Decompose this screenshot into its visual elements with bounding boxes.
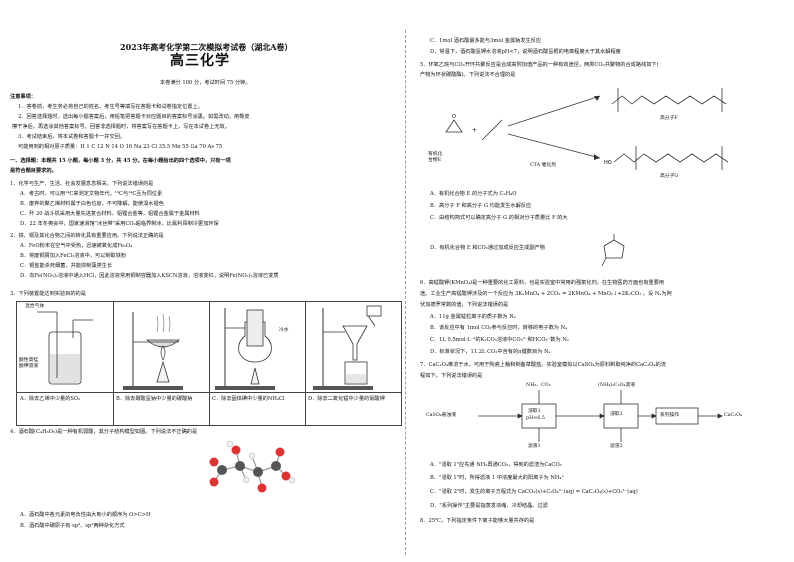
question-2-stem: 2．铁、铜及其化合物之间的转化具有重要应用。下列说法正确的是 [10,233,164,239]
flow-reagent2-label: (NH₄)₂C₂O₄溶液 [598,383,636,388]
flow-residue2-label: 滤渣2 [610,444,623,449]
svg-text:HO: HO [604,160,612,166]
q2-option-b: B．将废铜屑加入FeCl₃溶液中，可以制取铁粉 [20,253,127,259]
q5-option-d: D．有机化合物 E 和CO₂通过加成反应生成副产物 [430,245,545,251]
cold-water-label: 冷水 [279,328,289,333]
question-3-stem: 3．下列装置能达到实验目的的是 [10,291,86,297]
flow-reagent1-label: NH₃、CO₂ [526,383,551,388]
question-7-stem-cont: 程如下。下列说法错误的是 [420,373,483,379]
q7-option-b: B．"浸取 1"时，所得滤液 1 中浓度最大的阳离子为 NH₄⁺ [430,475,565,481]
section-title-cont: 是符合题目要求的。 [10,168,57,174]
q6-option-a: A．11g 金属锰粒离子的质子数为 Nₐ [430,314,516,320]
q7-option-d: D．"系列操作"主要是指蒸发浓缩、冷却结晶、过滤 [430,503,548,509]
mixed-gas-label: 混合气体 [25,304,45,309]
q2-option-c: C．铜盐能杀死细菌，并能抑制藻类生长 [20,263,113,269]
question-4-stem: 4．酒石酸(C₄H₆O₆)是一种有机弱酸，其分子结构模型如图。下列说法不正确的是 [10,429,198,435]
flow-filtrate1-label: 滤液1 [528,444,541,449]
polymer-g-label: 高分子G [660,174,679,179]
q1-option-d: D．22 年冬奥会中，国家速滑馆"冰丝带"采用CO₂超临界制冰，比氟利昂制冷更加… [20,221,219,227]
q2-option-a: A．FeO粉末在空气中受热，迅速被氧化成Fe₃O₄ [20,243,133,249]
question-6-stem-cont: 途。工业生产高锰酸钾涉及的一个反应为 3K₂MnO₄ + 2CO₂ = 2KMn… [420,291,672,297]
section-title: 一、选择题：本题共 15 小题，每小题 3 分，共 45 分。在每小题给出的四个… [10,158,231,164]
q6-option-b: B．该反应中有 1mol CO₂参与反应时，转移的电子数为 Nₐ [430,325,568,331]
flow-step2-label: 浸取2 [610,412,623,417]
svg-text:O: O [452,114,456,120]
note-item: 1．答卷前，考生务必将自己的姓名、考生号等填写在答题卡和试卷指定位置上。 [18,104,203,110]
q1-option-b: B．废弃的聚乙烯材料属于白色垃圾，不可降解，能使溴水褪色 [20,201,164,207]
cta-catalyst-label: CTA 催化剂 [530,163,556,168]
q4-option-a: A．酒石酸中各元素的电负性由大到小的顺序为 O>C>H [20,512,151,518]
notes-title: 注意事项： [10,94,36,100]
polymer-f-label: 高分子F [660,116,678,121]
question-5-stem-cont: 产物为环状碳酸酯)。下列说法不合理的是 [420,72,516,78]
note-item: 2．回答选择题时，选出每小题答案后，用铅笔把答题卡对应题目的答案标号涂黑。如需改… [18,114,250,120]
gas-wash-bottle-icon [37,311,93,385]
evaporating-dish-stand-icon [123,312,183,390]
table-col-divider [209,302,210,425]
q5-option-b: B．高分子 F 和高分子 G 均能发生水解反应 [430,203,532,209]
exam-title: 2023年高考化学第二次模拟考试卷（湖北A卷） [120,42,293,52]
question-8-stem: 8．25℃，下列指定条件下离子能够大量共存的是 [420,518,535,524]
q1-option-a: A．考古时，可以用¹⁴C来测定文物年代，¹³C与¹⁴C互为同位素 [20,191,163,197]
svg-text:+: + [472,127,477,134]
flow-start-label: CaSO₄悬浊液 [426,413,457,418]
exam-meta: 本卷满分 100 分，考试时间 75 分钟。 [160,80,251,86]
q3-apparatus-table: 混合气体 酸性高锰 酸钾溶液 冷水 [16,301,402,426]
q3-option-c: C．除去固体碘中少量的NH₄Cl [212,396,285,402]
question-6-stem: 6．高锰酸钾(KMnO₄)是一种重要的化工原料，也是实验室中常用的强氧化剂，在生… [420,280,665,286]
q3-option-d: D．除去二氧化锰中少量的氯酸钾 [308,396,385,402]
q7-option-a: A．"浸取 1"应先通 NH₃再通CO₂，得到的滤渣为CaCO₃ [430,462,562,468]
sublimation-apparatus-icon [215,308,275,390]
compound-e-label: 有机化 [428,152,443,157]
process-flow-chart [478,390,723,442]
question-1-stem: 1．化学与生产、生活、社会发展息息相关。下列说法错误的是 [10,181,154,187]
q3-option-b: B．除去碳酸氢钠中少量的碳酸钠 [116,396,193,402]
flow-product-label: CaC₂O₄ [724,413,742,418]
kmno4-label-cont: 酸钾溶液 [19,364,39,369]
note-item: 3．考试结束后，将本试卷和答题卡一并交回。 [18,134,126,140]
column-divider [405,30,406,555]
q4-option-c: C．1mol 酒石酸最多能与3mol 金属钠发生反应 [430,38,542,44]
q1-option-c: C．歼 20 战斗机采用大量先进复合材料、铝锂合金等，铝锂合金属于金属材料 [20,211,200,217]
question-6-stem-cont2: 伏加德罗常数的值，下列说法错误的是 [420,302,509,308]
q7-option-c: C．"浸取 2"时，发生的离子方程式为 CaCO₃(s)+C₂O₄²⁻(aq) … [430,489,638,495]
table-col-divider [113,302,114,425]
table-col-divider [305,302,306,425]
question-7-stem: 7．CaC₂O₄难溶于水，可用于陶瓷上釉和制备草酸盐。实验室模拟以CaSO₄为原… [420,362,666,368]
flow-step3-label: 系列操作 [660,413,680,418]
q5-option-c: C．由结构简式可以确定高分子 G 的相对分子质量比 F 的大 [430,215,568,221]
flow-step1-ph: pH≈6.5 [526,416,545,421]
filtration-apparatus-icon [313,305,382,390]
q3-option-a: A．除去乙烯中少量的SO₂ [20,396,81,402]
question-5-stem: 5．环氧乙烷与CO₂开环共聚反应是合成高附加值产品的一种有效途径，两类CO₂共聚… [420,62,659,68]
subject-title: 高三化学 [170,53,230,69]
q2-option-d: D．向Fe(NO₃)₂溶液中通入HCl，因此溶液常用铜制容器加入KSCN溶液，溶… [20,273,279,279]
q6-option-c: C．1L 0.5mol·L⁻¹的K₂CO₃溶液中CO₃²⁻和HCO₃⁻数为 Nₐ [430,337,569,343]
molecule-model-icon [209,440,296,493]
cyclic-carbonate-structure [601,234,625,267]
polymer-reaction-scheme: O + HO [445,88,729,170]
flow-step1-label: 浸取1 [528,409,541,414]
q6-option-d: D．标准状况下，11.2L CO₂中含有的π键数目为 Nₐ [430,349,551,355]
compound-e-label-cont: 合物E [428,158,442,163]
q4-option-b: B．酒石酸中碳原子有 sp²、sp³两种杂化方式 [20,523,125,529]
atomic-masses: 可能用到的相对原子质量：H 1 C 12 N 14 O 16 Na 23 Cl … [18,144,223,150]
q4-option-d: D．常温下，酒石酸氢钾水溶液pH<7，说明酒石酸氢根的电离程度大于其水解程度 [430,49,621,55]
note-item: 擦干净后，再选涂其他答案标号。回答非选择题时，将答案写在答题卡上，写在本试卷上无… [12,124,230,130]
kmno4-label: 酸性高锰 [19,358,39,363]
q5-option-a: A．有机化合物 E 的分子式为 C₂H₄O [430,191,517,197]
